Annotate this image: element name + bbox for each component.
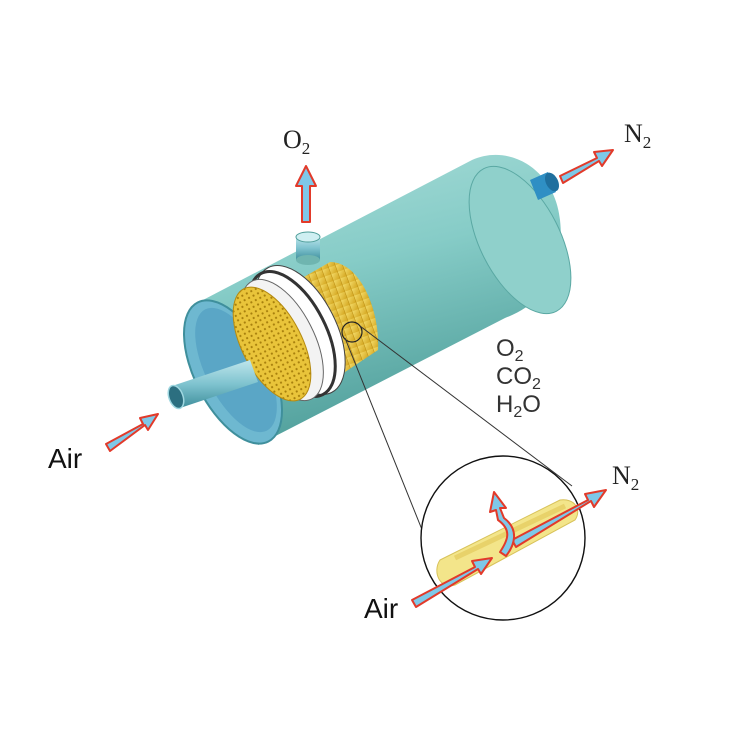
air-inlet-pipe (167, 360, 258, 410)
label-n2-detail: N2 (612, 461, 639, 494)
flow-arrows (105, 149, 614, 608)
label-n2-top: N2 (624, 119, 651, 152)
label-permeate-h2o: H2O (496, 391, 541, 421)
detail-n2-arrow (511, 489, 607, 548)
n2-outlet-nozzle (530, 172, 560, 200)
n2-out-arrow (559, 149, 614, 184)
detail-permeate-arrow (489, 491, 515, 557)
hollow-fiber-bundle (232, 262, 379, 402)
detail-source-circle (341, 321, 363, 343)
detail-air-arrow (411, 557, 493, 608)
o2-up-arrow (295, 165, 317, 223)
air-in-arrow (105, 413, 159, 452)
label-permeate-o2: O2 (496, 335, 524, 365)
o2-outlet-port (295, 231, 321, 265)
detail-magnifier (420, 455, 586, 621)
label-air-left: Air (48, 443, 82, 474)
label-o2-top: O2 (283, 125, 310, 158)
permeate-species-list: O2 CO2 H2O (496, 335, 541, 421)
label-permeate-co2: CO2 (496, 363, 541, 393)
label-air-detail: Air (364, 593, 398, 624)
